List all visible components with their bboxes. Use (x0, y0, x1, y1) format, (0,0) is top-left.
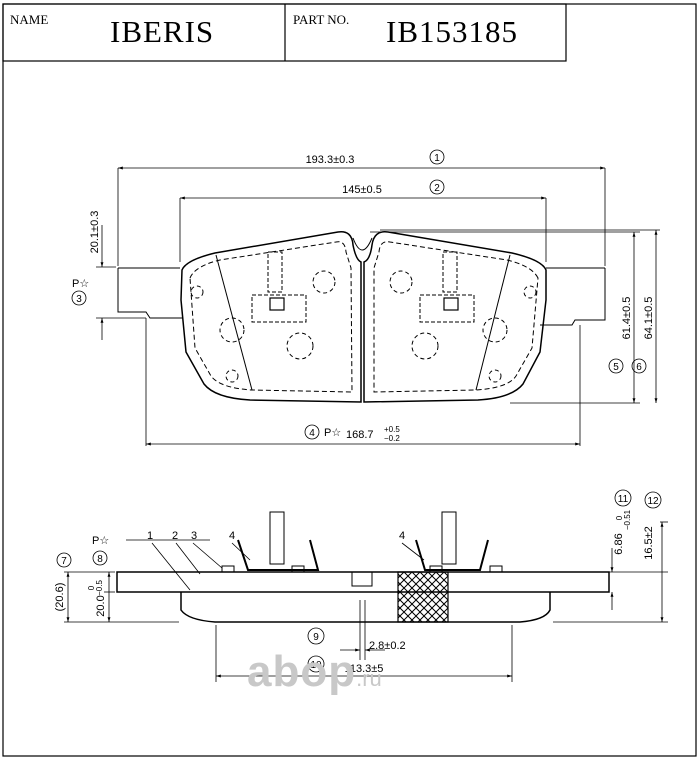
dim-168: 168.7 (346, 429, 374, 441)
part-value-cell: IB153185 (386, 4, 561, 60)
side-backing-plate (116, 571, 610, 593)
side-springs (237, 539, 489, 571)
dim-168-tol-dn: −0.2 (384, 434, 400, 443)
dim-145: 145±0.5 (342, 184, 382, 196)
part-label-2: 2 (172, 530, 178, 542)
right-chamfer (475, 254, 511, 391)
center-notch (352, 237, 373, 251)
top-dimensions (96, 166, 660, 446)
top-view (117, 231, 606, 403)
dim-20-0-tol-dn: −0.5 (95, 580, 104, 596)
side-hatched-insert (397, 571, 449, 623)
part-label-1: 1 (147, 530, 153, 542)
name-value-cell: IBERIS (110, 4, 280, 60)
outer-frame (2, 3, 697, 757)
right-clip-center (443, 297, 459, 311)
dim-193: 193.3±0.3 (306, 154, 355, 166)
part-no-label: PART NO. (293, 12, 350, 27)
callout-10: 10 (310, 660, 322, 671)
callout-1: 1 (434, 153, 440, 164)
name-value: IBERIS (110, 14, 215, 49)
side-center-pin (351, 571, 373, 587)
dim-61-4: 61.4±0.5 (621, 297, 633, 340)
callout-4: 4 (309, 428, 315, 439)
p-star-top: P☆ (72, 278, 89, 290)
backing-plate-outline (117, 267, 606, 326)
name-label: NAME (10, 12, 49, 27)
callout-5: 5 (613, 362, 619, 373)
callout-3: 3 (76, 294, 82, 305)
watermark-main: abop (247, 647, 357, 696)
hole-circles (190, 270, 537, 383)
dim-2-8: 2.8±0.2 (369, 640, 406, 652)
callout-9: 9 (313, 632, 319, 643)
dim-6-86-tol-dn: −0.51 (623, 509, 632, 530)
part-no-value: IB153185 (386, 14, 518, 49)
right-dashed-outline (373, 241, 539, 393)
dim-20-0-tol-up: 0 (87, 585, 96, 590)
clip-shapes (251, 251, 475, 323)
dim-20-1: 20.1±0.3 (89, 211, 101, 254)
side-spring-pins (269, 511, 457, 565)
dim-20-6: (20.6) (54, 583, 66, 612)
callout-11: 11 (618, 494, 629, 505)
left-pad-outline (180, 231, 362, 403)
side-dimensions (64, 521, 668, 682)
callout-6: 6 (636, 362, 642, 373)
part-label-3: 3 (191, 530, 197, 542)
callout-12: 12 (647, 496, 659, 507)
callout-2: 2 (434, 183, 440, 194)
dim-168-tol-up: +0.5 (384, 425, 400, 434)
dim-6-86-tol-up: 0 (615, 515, 624, 520)
callout-8: 8 (97, 554, 103, 565)
name-label-cell: NAME (10, 4, 70, 60)
p-star-bottom: P☆ (324, 427, 341, 439)
side-view (116, 511, 610, 623)
callout-7: 7 (61, 556, 67, 567)
watermark-suffix: .ru (356, 666, 382, 691)
left-chamfer (215, 254, 253, 391)
dim-64-1: 64.1±0.5 (643, 297, 655, 340)
side-friction-block (180, 592, 551, 623)
left-clip-center (269, 297, 285, 311)
dim-16-5: 16.5±2 (643, 526, 655, 560)
p-star-side: P☆ (92, 535, 109, 547)
part-label-cell: PART NO. (293, 4, 373, 60)
dim-6-86: 6.86 (613, 533, 625, 554)
watermark: abop.ru (247, 647, 382, 697)
right-pad-outline (363, 231, 547, 403)
part-label-4b: 4 (399, 530, 405, 542)
left-dashed-outline (189, 241, 353, 393)
callout-circles (56, 149, 662, 673)
dim-20-0: 20.0 (95, 595, 107, 616)
dim-113: 113.3±5 (345, 663, 384, 675)
part-label-4a: 4 (229, 530, 235, 542)
